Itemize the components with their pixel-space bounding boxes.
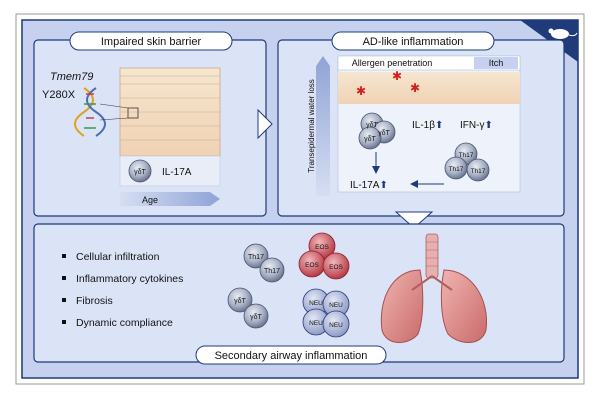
ad-title-pill (331, 31, 495, 51)
bullet-item: Dynamic compliance (76, 317, 173, 329)
gene-name: Tmem79 (50, 71, 93, 83)
lung-icon (380, 233, 488, 343)
bullet-icon (62, 320, 66, 324)
eos-cluster: EOS EOS EOS (298, 232, 350, 280)
gdt-label: γδT (364, 136, 376, 143)
neu-label: NEU (329, 302, 343, 309)
gdt-cell (128, 159, 152, 183)
chevron-down-icon (394, 211, 434, 229)
neu-cluster: NEU NEU NEU NEU (302, 288, 350, 338)
bullet-icon (62, 298, 66, 302)
il17a-label: IL-17A (162, 167, 192, 178)
chevron-right-icon (257, 108, 273, 140)
il1b-label: IL-1β⬆ (412, 120, 443, 131)
bullet-icon (62, 254, 66, 258)
bullet-item: Inflammatory cytokines (76, 273, 183, 285)
tewl-arrow (316, 56, 330, 196)
neu-label: NEU (309, 300, 323, 307)
svg-text:✱: ✱ (356, 84, 366, 98)
neu-label: NEU (309, 320, 323, 327)
gdt-label: γδT (366, 122, 378, 129)
gdt-cluster: γδT γδT γδT (358, 112, 396, 150)
zoom-line-bottom (99, 117, 129, 121)
bullet-item: Fibrosis (76, 295, 113, 307)
th17-label: Th17 (264, 268, 280, 275)
tewl-label: Transepidermal water loss (307, 79, 316, 173)
gdt-label: γδT (234, 298, 246, 305)
gdt-label: γδT (378, 130, 390, 137)
bullet-list: Cellular infiltration Inflammatory cytok… (62, 251, 183, 329)
ad-skin-layers (338, 72, 520, 104)
bullet-icon (62, 276, 66, 280)
th17-cell (243, 243, 269, 269)
airway-gdt-pair: γδT γδT (227, 287, 269, 329)
svg-text:✱: ✱ (410, 81, 420, 95)
th17-cluster: Th17 Th17 Th17 (444, 142, 490, 182)
th17-label: Th17 (459, 152, 474, 159)
airway-title-pill (195, 345, 387, 365)
gdt-cell (243, 303, 269, 329)
gdt-cell-label: γδT (134, 169, 146, 176)
zoom-line-top (99, 103, 129, 109)
th17-cell (466, 158, 490, 182)
allergen-label: Allergen penetration (352, 58, 433, 68)
eos-label: EOS (315, 244, 329, 251)
itch-box (474, 57, 518, 69)
dna-helix-icon (74, 87, 106, 137)
age-label: Age (142, 195, 158, 205)
eos-label: EOS (329, 264, 343, 271)
airway-th17-pair: Th17 Th17 (243, 243, 285, 283)
svg-text:✱: ✱ (392, 69, 402, 83)
skin-layer-icon (119, 67, 221, 157)
th17-cell (259, 257, 285, 283)
skin-barrier-title-pill (69, 31, 233, 51)
neu-cell (322, 310, 350, 338)
itch-label: Itch (489, 58, 504, 68)
ad-title: AD-like inflammation (363, 36, 464, 48)
th17-label: Th17 (471, 168, 486, 175)
il17a-up-label: IL-17A⬆ (350, 180, 388, 191)
gdt-label: γδT (250, 314, 262, 321)
eos-label: EOS (305, 262, 319, 269)
neu-label: NEU (329, 322, 343, 329)
panel-airway (33, 223, 565, 363)
bullet-item: Cellular infiltration (76, 251, 160, 263)
th17-label: Th17 (449, 166, 464, 173)
th17-label: Th17 (248, 254, 264, 261)
gdt-cell (358, 126, 382, 150)
ifng-label: IFN-γ⬆ (460, 120, 493, 131)
airway-title: Secondary airway inflammation (215, 350, 368, 362)
eos-cell (322, 252, 350, 280)
skin-barrier-title: Impaired skin barrier (101, 36, 202, 48)
star-allergen-icon: ✱ ✱ ✱ (356, 69, 420, 98)
mutation-label: Y280X (42, 89, 76, 101)
age-arrow (120, 192, 220, 206)
gdt-cell (227, 287, 253, 313)
